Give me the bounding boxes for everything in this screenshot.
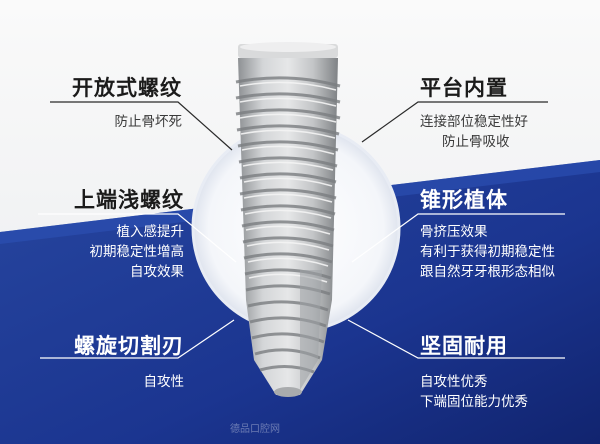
- implant-illustration: [235, 42, 341, 397]
- feature-line: 防止骨坏死: [114, 114, 183, 130]
- feature-line: 自攻性: [143, 374, 185, 390]
- feature-bottom-right: 坚固耐用 自攻性优秀 下端固位能力优秀: [420, 330, 590, 412]
- connector-lines: [50, 101, 548, 151]
- feature-title: 螺旋切割刃: [74, 334, 184, 358]
- feature-mid-left: 上端浅螺纹 植入感提升 初期稳定性增高 自攻效果: [38, 184, 184, 282]
- feature-title: 平台内置: [420, 76, 508, 100]
- watermark: 德品口腔网: [230, 424, 280, 435]
- feature-line: 自攻性优秀: [420, 374, 488, 390]
- feature-line: 下端固位能力优秀: [420, 394, 528, 410]
- feature-title: 开放式螺纹: [72, 76, 182, 100]
- feature-mid-right: 锥形植体 骨挤压效果 有利于获得初期稳定性 跟自然牙牙根形态相似: [420, 184, 598, 282]
- feature-title: 坚固耐用: [420, 334, 508, 358]
- feature-line: 初期稳定性增高: [89, 244, 185, 260]
- feature-line: 骨挤压效果: [420, 224, 488, 240]
- feature-top-left: 开放式螺纹 防止骨坏死: [52, 72, 182, 132]
- feature-top-right: 平台内置 连接部位稳定性好 防止骨吸收: [420, 72, 590, 152]
- feature-line: 连接部位稳定性好: [420, 114, 528, 130]
- feature-bottom-left: 螺旋切割刃 自攻性: [36, 330, 184, 392]
- feature-line: 植入感提升: [116, 224, 185, 240]
- feature-line: 跟自然牙牙根形态相似: [420, 264, 555, 280]
- feature-title: 锥形植体: [420, 188, 508, 212]
- feature-line: 防止骨吸收: [442, 134, 510, 150]
- feature-line: 自攻效果: [130, 264, 184, 280]
- feature-line: 有利于获得初期稳定性: [420, 244, 555, 260]
- feature-title: 上端浅螺纹: [74, 188, 184, 212]
